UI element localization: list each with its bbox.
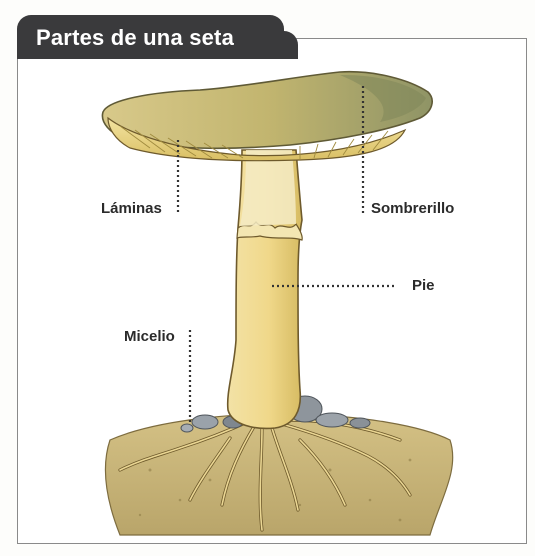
label-pie: Pie: [412, 277, 435, 294]
label-laminas: Láminas: [101, 200, 162, 217]
cap-shading: [340, 74, 426, 122]
gill-lines: [119, 125, 389, 159]
label-sombrerillo: Sombrerillo: [371, 200, 455, 217]
gills: [107, 116, 407, 162]
diagram-title: Partes de una seta: [36, 25, 235, 50]
label-micelio: Micelio: [124, 328, 175, 345]
title-banner: [17, 15, 284, 59]
soil-speckles: [138, 458, 412, 522]
stem-upper: [240, 150, 296, 226]
leader-lines: [176, 86, 395, 425]
soil: [104, 413, 454, 536]
